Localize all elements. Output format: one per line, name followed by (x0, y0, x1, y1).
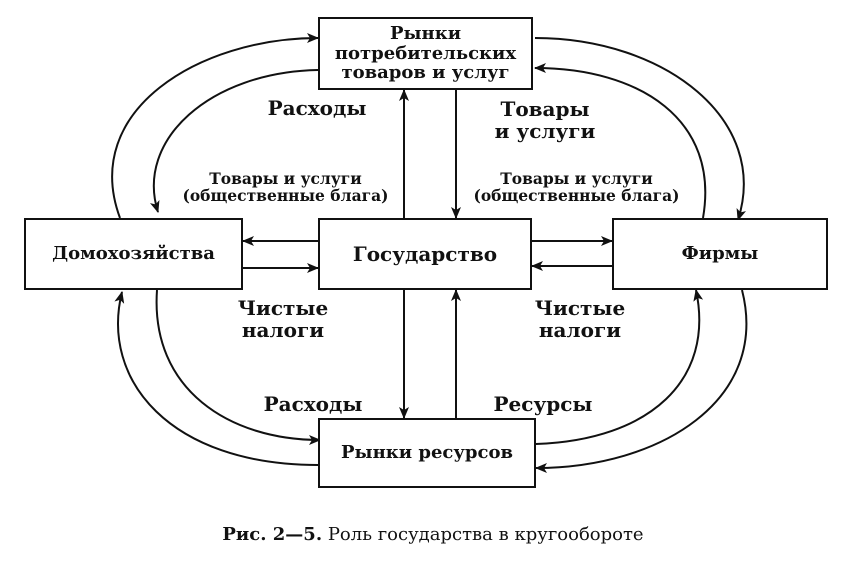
consumer-market-box: Рынки потребительских товаров и услуг (318, 17, 533, 90)
label-goods-top: Товары и услуги (494, 97, 596, 144)
arrow-households-to-resource-market (155, 289, 321, 445)
resource-market-label: Рынки ресурсов (341, 442, 513, 464)
label-expenses-top: Расходы (267, 96, 367, 120)
label-resources-bottom: Ресурсы (493, 392, 593, 416)
label-net-taxes-left: Чистые налоги (237, 296, 329, 343)
figure-number: Рис. 2—5. (222, 524, 323, 545)
arrow-consumer-market-to-households (149, 69, 319, 213)
label-net-taxes-right: Чистые налоги (534, 296, 626, 343)
firms-box: Фирмы (612, 218, 828, 290)
label-public-goods-left: Товары и услуги (общественные блага) (182, 169, 389, 206)
resource-market-box: Рынки ресурсов (318, 418, 536, 488)
government-box: Государство (318, 218, 532, 290)
arrow-consumer-market-to-firms (534, 37, 747, 221)
households-label: Домохозяйства (52, 243, 215, 265)
households-box: Домохозяйства (24, 218, 243, 290)
figure-caption: Рис. 2—5. Роль государства в кругооборот… (0, 524, 866, 545)
arrow-resource-market-to-firms (535, 289, 704, 445)
government-label: Государство (352, 242, 498, 266)
arrow-resource-market-to-households (114, 291, 319, 466)
label-public-goods-right: Товары и услуги (общественные блага) (473, 169, 680, 206)
arrow-households-to-consumer-market (111, 33, 319, 219)
label-expenses-bottom: Расходы (263, 392, 363, 416)
arrow-firms-to-resource-market (535, 289, 748, 473)
consumer-market-label: Рынки потребительских товаров и услуг (334, 22, 517, 84)
figure-caption-text: Роль государства в кругообороте (322, 524, 644, 545)
firms-label: Фирмы (681, 243, 759, 265)
arrow-firms-to-consumer-market (534, 63, 707, 219)
